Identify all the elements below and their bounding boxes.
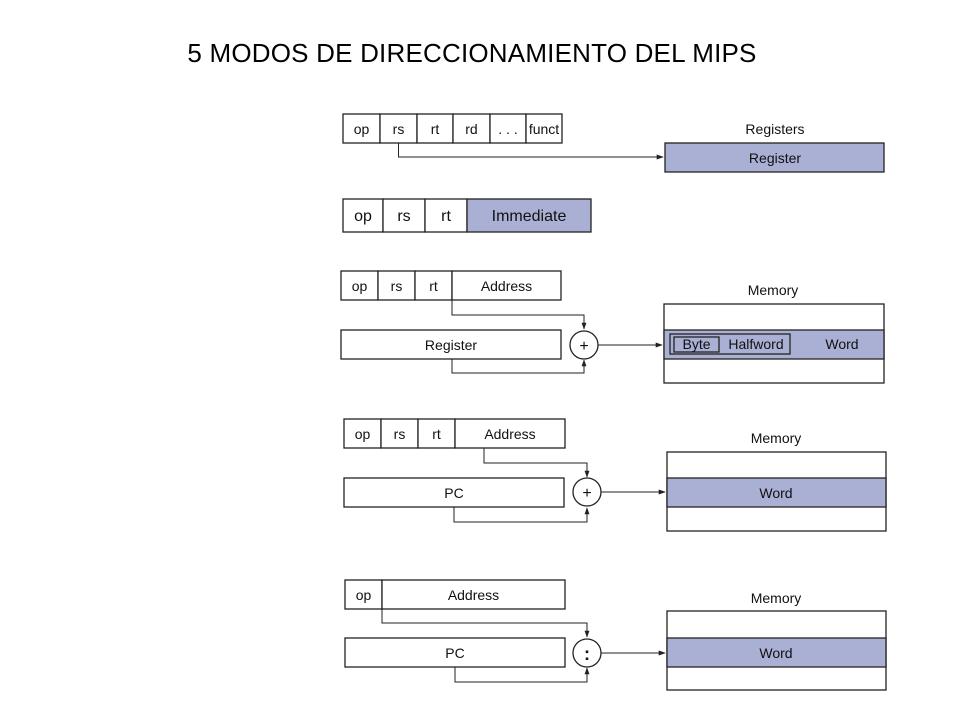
memory-word-row bbox=[666, 477, 887, 508]
field-op bbox=[340, 270, 379, 301]
field-address-label: Address bbox=[484, 426, 535, 442]
adder-operator: + bbox=[582, 485, 591, 502]
address-to-adder-arrow bbox=[451, 300, 587, 330]
halfword-label: Halfword bbox=[728, 336, 783, 352]
field-immediate bbox=[466, 198, 592, 233]
register-cell-label: Register bbox=[749, 150, 801, 166]
field-address bbox=[381, 579, 566, 610]
word-label: Word bbox=[759, 485, 792, 501]
pc-relative-addressing: op rs rt Address PC + Memory Word bbox=[343, 418, 887, 532]
byte-outline bbox=[673, 336, 720, 353]
memory-label: Memory bbox=[748, 282, 799, 298]
field-immediate-label: Immediate bbox=[492, 208, 567, 225]
field-rd-label: rd bbox=[465, 121, 477, 137]
base-register-box bbox=[340, 329, 562, 360]
field-rt bbox=[424, 198, 468, 233]
field-funct bbox=[525, 113, 563, 144]
field-address bbox=[451, 270, 562, 301]
field-rs bbox=[377, 270, 416, 301]
field-rt bbox=[417, 418, 456, 449]
memory-word-row bbox=[666, 637, 887, 668]
register-to-adder-arrow bbox=[451, 359, 587, 374]
halfword-outline bbox=[669, 333, 791, 355]
field-op-label: op bbox=[356, 587, 372, 603]
word-label: Word bbox=[825, 336, 858, 352]
page-title: 5 MODOS DE DIRECCIONAMIENTO DEL MIPS bbox=[187, 38, 757, 68]
memory-label: Memory bbox=[751, 430, 802, 446]
field-dots bbox=[489, 113, 527, 144]
address-to-adder-arrow bbox=[483, 448, 590, 478]
field-rt-label: rt bbox=[429, 278, 438, 294]
field-op bbox=[342, 113, 381, 144]
base-register-label: Register bbox=[425, 337, 477, 353]
adder-operator: + bbox=[579, 338, 588, 355]
register-addressing: op rs rt rd . . . funct Registers Regist… bbox=[342, 113, 885, 173]
field-op bbox=[344, 579, 383, 610]
field-rt bbox=[414, 270, 453, 301]
field-op-label: op bbox=[354, 121, 370, 137]
registers-label: Registers bbox=[745, 121, 804, 137]
field-op-label: op bbox=[355, 426, 371, 442]
field-op-label: op bbox=[352, 278, 368, 294]
field-op bbox=[343, 418, 382, 449]
pc-label: PC bbox=[444, 485, 463, 501]
field-rs-label: rs bbox=[393, 121, 405, 137]
pc-to-concat-arrow bbox=[454, 667, 590, 683]
field-rd bbox=[452, 113, 491, 144]
field-funct-label: funct bbox=[529, 121, 559, 137]
field-rt-label: rt bbox=[441, 208, 451, 225]
instruction-format-r: op rs rt rd . . . funct bbox=[342, 113, 563, 144]
field-op bbox=[342, 198, 384, 233]
pc-box bbox=[343, 477, 565, 508]
field-dots-label: . . . bbox=[498, 121, 517, 137]
field-rs-label: rs bbox=[394, 426, 406, 442]
field-address bbox=[454, 418, 566, 449]
pseudodirect-addressing: op Address PC : Memory Word bbox=[344, 579, 887, 691]
field-rt-label: rt bbox=[432, 426, 441, 442]
byte-label: Byte bbox=[682, 336, 710, 352]
field-rs bbox=[379, 113, 418, 144]
pc-label: PC bbox=[445, 645, 464, 661]
field-address-label: Address bbox=[448, 587, 499, 603]
pc-to-adder-arrow bbox=[453, 507, 590, 523]
field-rs-label: rs bbox=[397, 208, 410, 225]
concat-operator: : bbox=[584, 644, 590, 664]
register-cell bbox=[664, 142, 885, 173]
rs-to-register-arrow bbox=[398, 143, 664, 160]
field-rt-label: rt bbox=[431, 121, 440, 137]
field-rt bbox=[416, 113, 454, 144]
field-address-label: Address bbox=[481, 278, 532, 294]
field-op-label: op bbox=[354, 208, 372, 225]
word-label: Word bbox=[759, 645, 792, 661]
pc-box bbox=[344, 637, 566, 668]
field-rs-label: rs bbox=[391, 278, 403, 294]
memory-label: Memory bbox=[751, 590, 802, 606]
address-to-concat-arrow bbox=[381, 609, 590, 638]
immediate-addressing: op rs rt Immediate bbox=[342, 198, 592, 233]
base-addressing: op rs rt Address Register + Memory Byte … bbox=[340, 270, 885, 384]
